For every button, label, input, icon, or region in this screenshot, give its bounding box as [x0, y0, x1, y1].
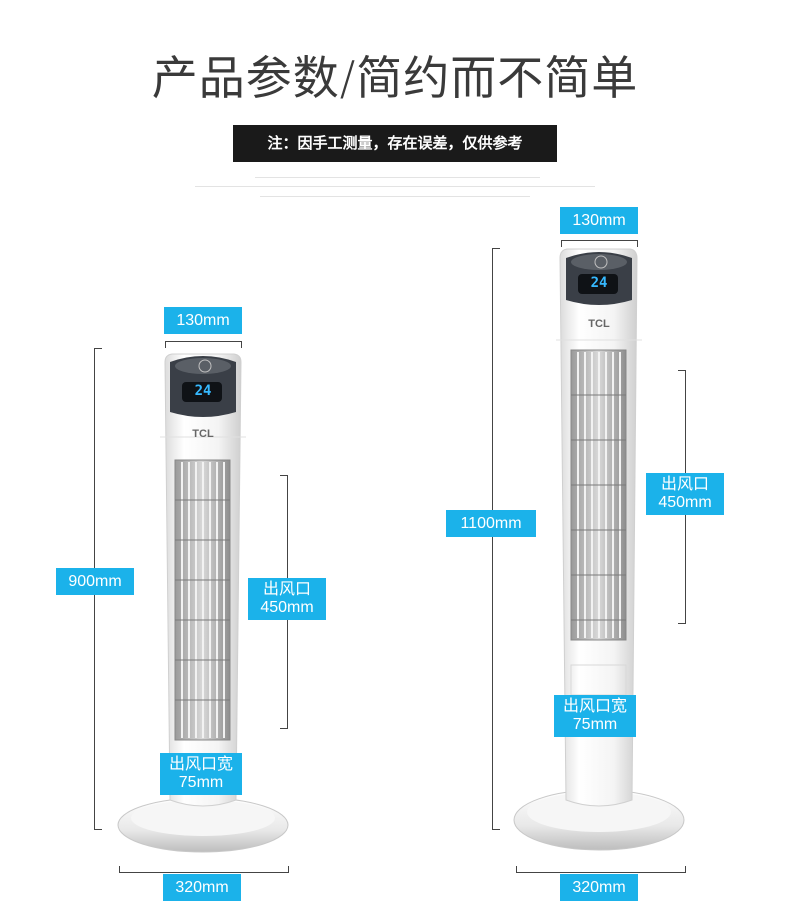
- fan-right-display: 24: [590, 275, 608, 291]
- fan-left-brand-logo: TCL: [192, 428, 214, 440]
- fan-left-display: 24: [194, 383, 212, 399]
- fan-right-brand-logo: TCL: [588, 318, 610, 330]
- fan-right-base-width: 320mm: [560, 874, 638, 901]
- fan-left-height: 900mm: [56, 568, 134, 595]
- fan-right-height-bracket: [492, 248, 500, 830]
- measurement-note: 注：因手工测量，存在误差，仅供参考: [233, 125, 557, 162]
- fan-left-base-width: 320mm: [163, 874, 241, 901]
- fan-left-top-width: 130mm: [164, 307, 242, 334]
- fan-right-base-bracket: [516, 866, 686, 873]
- page-title: 产品参数/简约而不简单: [151, 51, 639, 105]
- divider: [195, 186, 595, 187]
- fan-right-top-width: 130mm: [560, 207, 638, 234]
- divider: [260, 196, 530, 197]
- fan-left-top-bracket: [165, 341, 242, 348]
- fan-right-height: 1100mm: [446, 510, 536, 537]
- fan-right-top-bracket: [561, 240, 638, 247]
- divider: [255, 177, 540, 178]
- fan-left-base-bracket: [119, 866, 289, 873]
